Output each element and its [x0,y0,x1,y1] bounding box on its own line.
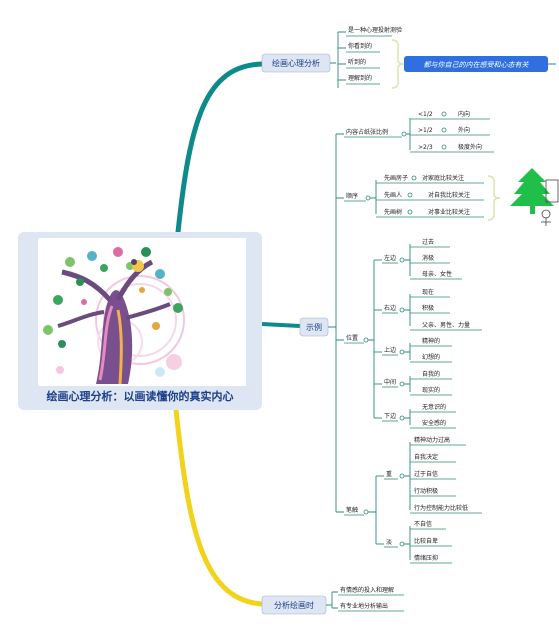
svg-text:无意识的: 无意识的 [422,403,446,411]
svg-text:安全感的: 安全感的 [422,419,446,427]
order-row-0: 先画房子 对家庭比较关注 [376,174,484,184]
svg-text:淡: 淡 [386,539,392,546]
svg-text:是一种心理投射测验: 是一种心理投射测验 [348,26,402,34]
svg-text:有专业地分析输出: 有专业地分析输出 [340,602,388,610]
branch-analysis-label: 分析绘画时 [274,600,314,610]
svg-text:笔触: 笔触 [346,506,358,514]
branch-examples-label: 示例 [306,322,322,332]
svg-text:母亲、女性: 母亲、女性 [422,270,452,278]
branch-psych-label: 绘画心理分析 [272,58,320,68]
svg-text:对家庭比较关注: 对家庭比较关注 [422,174,464,182]
svg-text:听到的: 听到的 [348,58,366,66]
svg-text:右边: 右边 [384,304,396,312]
proportion-row-1: >1/2 外向 [410,126,490,136]
svg-text:精神动力过高: 精神动力过高 [414,436,450,444]
order-node: 顺序 [344,192,371,202]
psych-item-2: 听到的 [346,58,380,69]
position-spine [368,260,375,418]
proportion-row-0: <1/2 内向 [410,110,490,120]
svg-text:有情感的投入和理解: 有情感的投入和理解 [340,586,394,594]
svg-text:过于自信: 过于自信 [414,470,438,478]
psych-summary[interactable]: 都与你自己的内在感受和心态有关 [404,56,548,72]
svg-text:消极: 消极 [422,254,434,262]
svg-text:精神的: 精神的 [422,337,440,345]
svg-text:中间: 中间 [384,378,396,386]
position-top: 上边 精神的 幻想的 [374,337,452,363]
examples-spine [328,133,344,513]
analysis-item-0: 有情感的投入和理解 [338,586,404,596]
svg-text:外向: 外向 [458,126,470,134]
svg-text:<1/2: <1/2 [418,111,433,118]
central-topic[interactable]: 绘画心理分析：以画读懂你的真实内心 [18,232,262,410]
svg-text:行为控制能力比较低: 行为控制能力比较低 [414,504,468,512]
psych-summary-text: 都与你自己的内在感受和心态有关 [424,61,530,69]
psych-item-0: 是一种心理投射测验 [346,26,402,37]
trunk-to-analysis [173,407,265,607]
stroke-node: 笔触 [344,506,369,516]
svg-text:>1/2: >1/2 [418,127,433,134]
svg-text:自我的: 自我的 [422,370,440,378]
svg-text:重: 重 [386,470,392,478]
tree-sketch-image [510,168,559,226]
svg-text:行动积极: 行动积极 [414,487,438,495]
position-left: 左边 过去 消极 母亲、女性 [374,238,462,280]
svg-text:对自我比较关注: 对自我比较关注 [428,191,470,199]
psych-bracket [330,31,346,88]
svg-text:积极: 积极 [422,304,434,312]
svg-text:先画房子: 先画房子 [384,174,408,182]
proportion-node: 内容占纸张比例 [344,128,407,138]
svg-text:下边: 下边 [384,412,396,420]
proportion-row-2: >2/3 极度外向 [410,143,494,153]
svg-text:>2/3: >2/3 [418,144,433,151]
position-node: 位置 [344,334,369,344]
svg-text:内容占纸张比例: 内容占纸张比例 [346,128,388,136]
stroke-light: 淡 不自信 比较自卑 情绪压抑 [376,520,452,564]
central-topic-title: 绘画心理分析：以画读懂你的真实内心 [47,389,234,403]
svg-text:比较自卑: 比较自卑 [414,537,438,545]
psych-item-1: 你看到的 [346,42,380,53]
svg-text:你看到的: 你看到的 [348,42,372,50]
svg-text:父亲、男性、力量: 父亲、男性、力量 [422,321,470,329]
svg-text:不自信: 不自信 [414,520,432,528]
trunk-to-examples [261,322,301,328]
svg-text:位置: 位置 [346,334,358,342]
proportion-spine [406,118,411,150]
svg-text:过去: 过去 [422,238,434,246]
position-bottom: 下边 无意识的 安全感的 [374,403,456,429]
svg-text:现实的: 现实的 [422,386,440,394]
branch-analysis[interactable]: 分析绘画时 [261,595,327,615]
svg-text:幻想的: 幻想的 [422,353,440,361]
stroke-spine [368,476,377,544]
svg-text:先画树: 先画树 [384,208,402,216]
analysis-spine [326,591,338,609]
branch-psych[interactable]: 绘画心理分析 [261,53,331,73]
analysis-item-1: 有专业地分析输出 [338,602,404,612]
svg-text:上边: 上边 [384,346,396,354]
svg-text:理解到的: 理解到的 [348,74,372,82]
svg-text:左边: 左边 [384,254,396,262]
position-right: 右边 现在 积极 父亲、男性、力量 [374,288,482,331]
svg-text:情绪压抑: 情绪压抑 [414,554,438,562]
psych-summary-brace [391,39,405,89]
svg-text:先画人: 先画人 [384,191,402,199]
svg-text:极度外向: 极度外向 [458,143,482,151]
position-middle: 中间 自我的 现实的 [374,370,452,396]
order-brace [487,175,501,221]
svg-text:对事业比较关注: 对事业比较关注 [428,208,470,216]
trunk-to-psych [175,61,265,235]
tree-illustration [43,247,185,385]
order-spine [370,180,377,214]
svg-text:现在: 现在 [422,288,434,296]
svg-text:自我决定: 自我决定 [414,453,438,461]
order-row-1: 先画人 对自我比较关注 [376,191,484,201]
svg-text:内向: 内向 [458,110,470,118]
order-row-2: 先画树 对事业比较关注 [376,208,484,218]
svg-text:顺序: 顺序 [346,192,358,200]
stroke-heavy: 重 精神动力过高 自我决定 过于自信 行动积极 行为控制能力比较低 [376,436,482,514]
psych-item-3: 理解到的 [346,74,380,85]
branch-examples[interactable]: 示例 [299,317,329,337]
